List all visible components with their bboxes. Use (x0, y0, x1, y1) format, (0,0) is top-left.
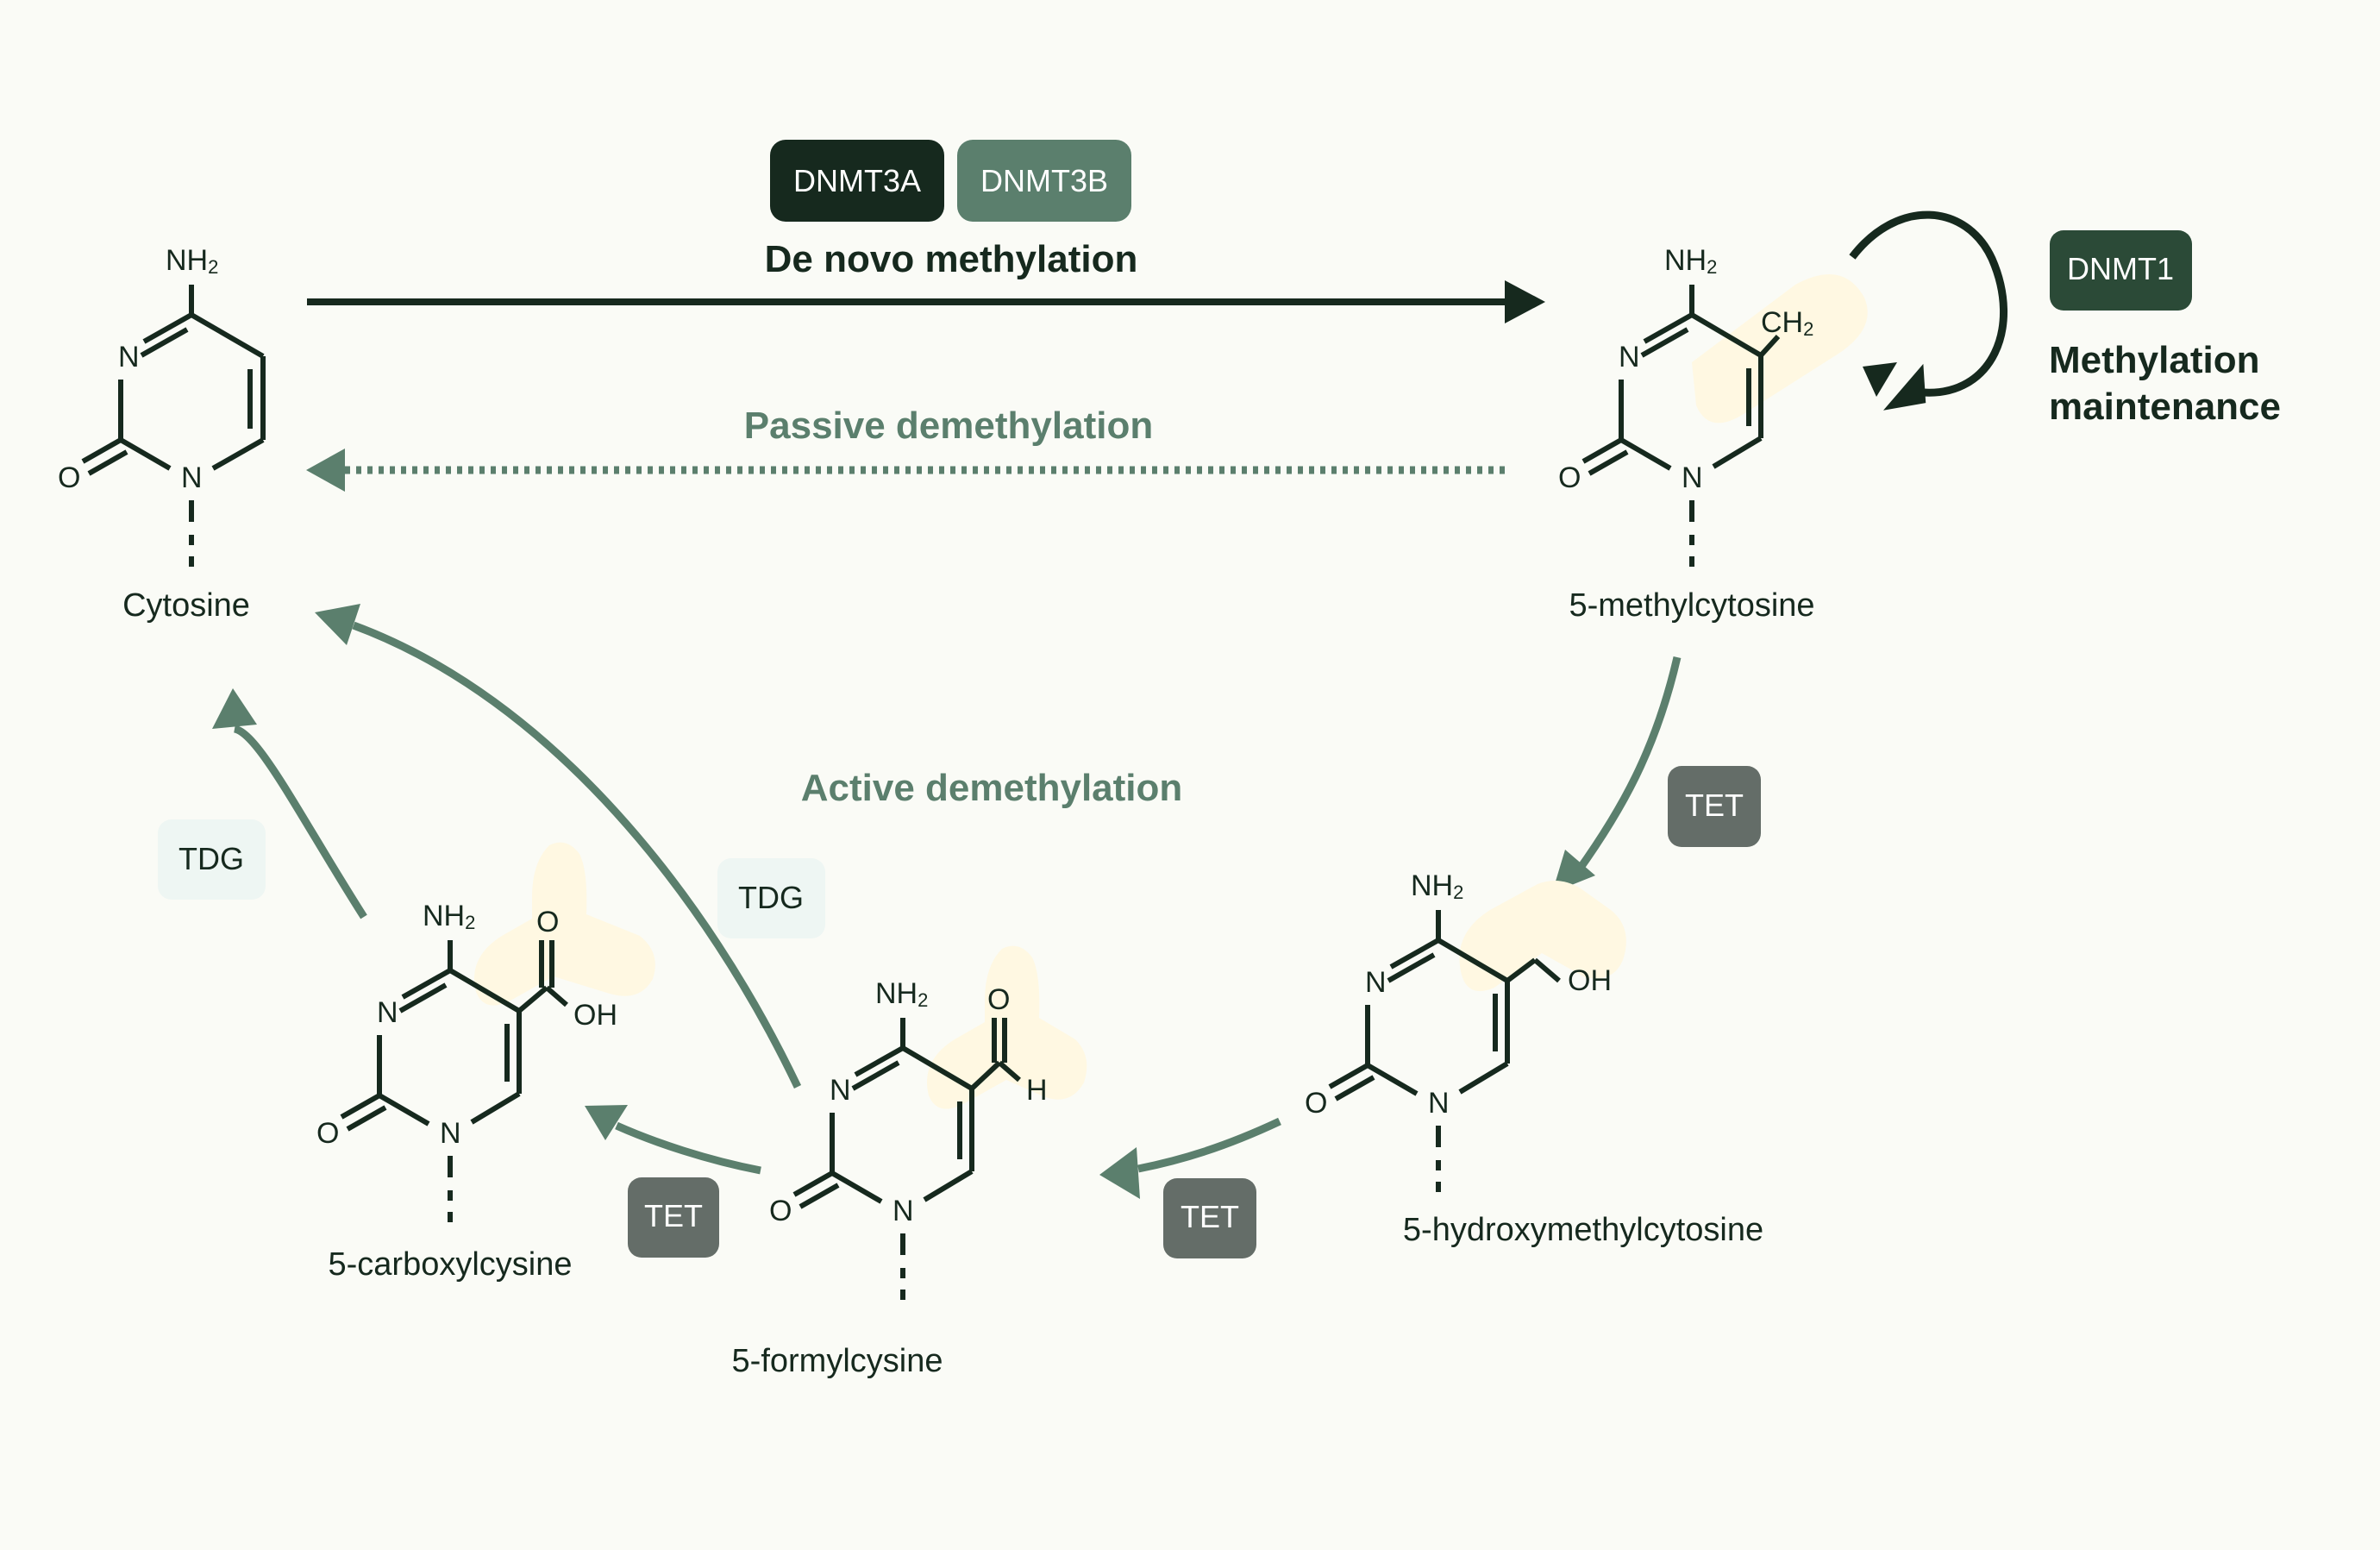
arrowhead-icon (315, 604, 360, 645)
arrowhead-icon (1863, 362, 1897, 397)
arrowhead-icon (306, 449, 345, 492)
arrowhead-icon (1099, 1147, 1140, 1199)
dnmt3b-label: DNMT3B (980, 163, 1108, 198)
passive-demethylation-arrow (306, 449, 1509, 492)
atom-ch2: CH2 (1761, 306, 1813, 340)
arrowhead-icon (1505, 280, 1545, 323)
atom-n3: N (118, 341, 140, 373)
atom-o2: O (1305, 1087, 1327, 1120)
tet-badge-1: TET (1668, 766, 1761, 847)
molecule-5-formylcytosine: NH2 O H N O N 5-formylcysine (732, 945, 1087, 1379)
tet-badge-3: TET (628, 1177, 719, 1258)
arrowhead-icon (585, 1105, 628, 1140)
arrow-5cac-to-cytosine (212, 688, 367, 919)
tet-badge-2: TET (1163, 1178, 1256, 1258)
dnmt1-label: DNMT1 (2067, 251, 2174, 286)
atom-o2: O (58, 461, 80, 494)
molecule-5-carboxylcytosine: NH2 O OH N O N 5-carboxylcysine (316, 842, 655, 1283)
atom-h: H (1026, 1074, 1048, 1107)
arrowhead-icon (212, 688, 257, 729)
atom-nh2: NH2 (1411, 869, 1463, 903)
passive-demethylation-label: Passive demethylation (744, 405, 1153, 447)
atom-nh2: NH2 (423, 900, 475, 933)
active-demethylation-label: Active demethylation (801, 767, 1183, 809)
arrowhead-icon (1883, 363, 1926, 411)
arrow-5fc-to-5cac (585, 1105, 761, 1175)
atom-o2: O (316, 1117, 339, 1150)
highlight-methyl (1692, 274, 1868, 424)
de-novo-methylation-label: De novo methylation (765, 238, 1138, 280)
atom-n1: N (440, 1117, 461, 1150)
arrow-5hmc-to-5fc (1099, 1117, 1281, 1199)
molecule-name: 5-carboxylcysine (329, 1246, 573, 1283)
atom-n1: N (1428, 1087, 1450, 1120)
maintenance-label-line2: maintenance (2049, 386, 2281, 428)
atom-n3: N (830, 1074, 851, 1107)
atom-n1: N (1682, 461, 1703, 494)
atom-n3: N (1365, 966, 1387, 999)
dnmt3b-badge: DNMT3B (957, 140, 1131, 222)
atom-nh2: NH2 (875, 977, 928, 1011)
atom-nh2: NH2 (166, 244, 218, 278)
molecule-5-hydroxymethylcytosine: NH2 OH N O N 5-hydroxymethylcytosine (1305, 869, 1763, 1248)
dnmt1-badge: DNMT1 (2050, 230, 2192, 311)
dnmt3a-label: DNMT3A (793, 163, 921, 198)
tdg-badge-2: TDG (717, 858, 825, 938)
highlight-carboxyl (474, 842, 655, 1006)
tet-label: TET (644, 1198, 703, 1233)
atom-oh: OH (1568, 964, 1612, 997)
molecule-5-methylcytosine: NH2 CH2 N O N 5-methylcytosine (1558, 244, 1868, 624)
atom-oh: OH (573, 999, 617, 1032)
atom-n3: N (377, 996, 398, 1029)
tet-label: TET (1685, 788, 1744, 823)
atom-o2: O (769, 1195, 792, 1227)
highlight-hydroxymethyl (1459, 881, 1626, 992)
molecule-cytosine: NH2 N O N Cytosine (58, 244, 266, 624)
molecule-name: 5-formylcysine (732, 1343, 943, 1379)
atom-o2: O (1558, 461, 1581, 494)
atom-n1: N (892, 1195, 914, 1227)
arrow-5mc-to-5hmc (1552, 656, 1682, 893)
atom-n1: N (181, 461, 203, 494)
atom-o-formyl: O (987, 983, 1010, 1016)
arrow-5fc-to-cytosine (315, 604, 802, 1089)
tdg-badge-1: TDG (158, 819, 266, 900)
molecule-name: Cytosine (122, 587, 250, 624)
tdg-label: TDG (738, 880, 804, 915)
tdg-label: TDG (178, 841, 244, 876)
tet-label: TET (1181, 1199, 1239, 1234)
maintenance-loop-arrow (1849, 210, 2008, 411)
atom-nh2: NH2 (1664, 244, 1717, 278)
atom-n3: N (1619, 341, 1640, 373)
molecule-name: 5-hydroxymethylcytosine (1403, 1212, 1763, 1248)
de-novo-arrow (307, 280, 1545, 323)
maintenance-label-line1: Methylation (2049, 339, 2259, 381)
dnmt3a-badge: DNMT3A (770, 140, 944, 222)
molecule-name: 5-methylcytosine (1569, 587, 1814, 624)
atom-o-carboxyl: O (536, 906, 559, 938)
